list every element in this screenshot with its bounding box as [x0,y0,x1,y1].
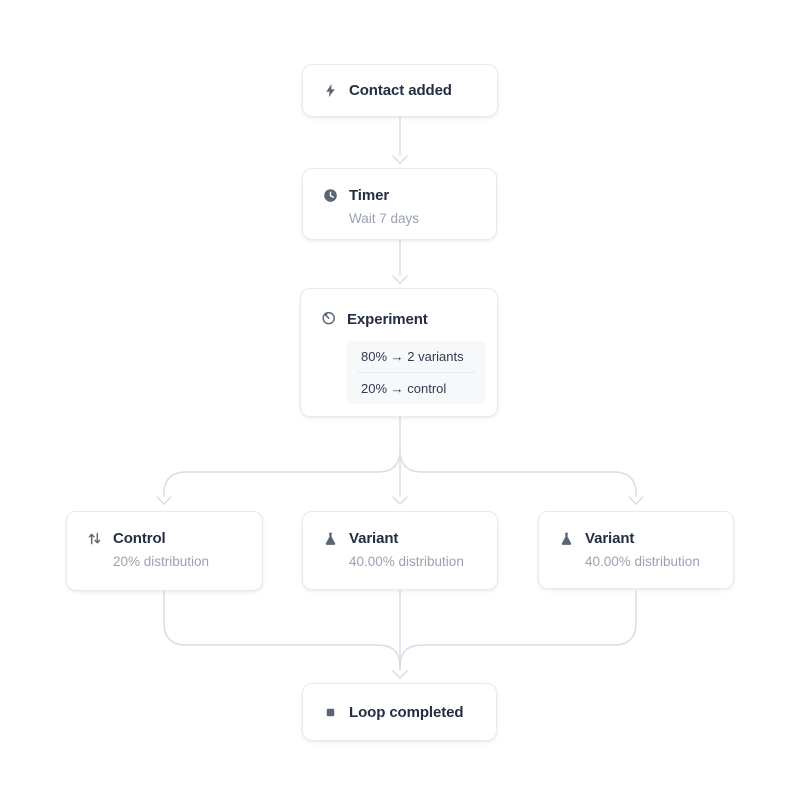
node-subtitle: Wait 7 days [349,211,420,226]
connector-split-right [399,449,644,505]
experiment-split-row-variants: 80% → 2 variants [361,349,464,364]
node-content: Experiment [301,289,497,329]
node-contact-added[interactable]: Contact added [302,64,498,117]
flask-icon [559,531,574,546]
connector-split-center [392,416,408,505]
node-title: Variant [349,530,399,547]
node-title: Loop completed [349,703,464,721]
node-experiment[interactable]: Experiment 80% → 2 variants 20% → contro… [300,288,498,417]
node-title: Contact added [349,82,452,99]
node-title: Control [113,530,166,547]
node-content: Contact added [303,65,497,116]
flask-icon [323,531,338,546]
gauge-cursor-icon [321,310,336,325]
bolt-icon [323,83,338,98]
node-content: Variant 40.00% distribution [303,512,497,571]
experiment-split-row-control: 20% → control [361,381,447,396]
arrows-up-down-icon [87,531,102,546]
connector-merge-left [163,590,401,668]
connector-contact-to-timer [392,116,408,164]
node-content: Variant 40.00% distribution [539,512,733,571]
clock-icon [323,188,338,203]
connector-merge-center [392,590,408,679]
node-content: Control 20% distribution [67,512,262,571]
node-subtitle: 20% distribution [113,554,210,569]
experiment-split-summary: 80% → 2 variants 20% → control [347,341,486,404]
node-variant-left[interactable]: Variant 40.00% distribution [302,511,498,590]
node-timer[interactable]: Timer Wait 7 days [302,168,497,240]
node-control[interactable]: Control 20% distribution [66,511,263,591]
node-content: Timer Wait 7 days [303,169,496,228]
connector-split-left [156,449,401,505]
node-title: Experiment [347,311,428,328]
node-loop-completed[interactable]: Loop completed [302,683,497,741]
node-variant-right[interactable]: Variant 40.00% distribution [538,511,734,589]
node-title: Variant [585,530,635,547]
node-content: Loop completed [303,684,496,740]
node-subtitle: 40.00% distribution [585,554,700,569]
node-subtitle: 40.00% distribution [349,554,464,569]
stop-icon [323,705,338,720]
connector-merge-right [399,590,637,668]
connector-timer-to-experiment [392,239,408,284]
node-title: Timer [349,187,390,204]
split-divider [357,372,476,373]
